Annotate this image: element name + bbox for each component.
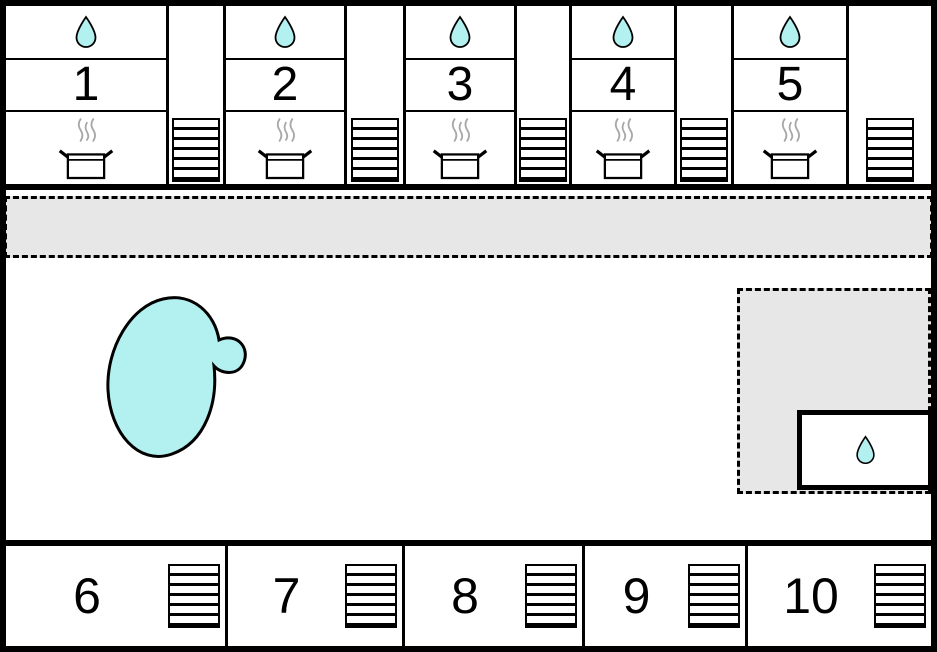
road-strip bbox=[6, 196, 931, 258]
site-2: 2 bbox=[226, 6, 344, 184]
grate-icon bbox=[866, 118, 914, 182]
grate-icon bbox=[172, 118, 220, 182]
grate-icon bbox=[351, 118, 399, 182]
divider-bay-1 bbox=[166, 6, 226, 184]
site-number: 4 bbox=[572, 60, 674, 112]
grate-icon bbox=[345, 564, 397, 628]
site-9: 9 bbox=[585, 546, 748, 646]
cooking-pot-icon bbox=[58, 118, 114, 180]
site-1-cooking-cell bbox=[6, 112, 166, 184]
cooking-pot-icon bbox=[257, 118, 313, 180]
site-number: 5 bbox=[734, 60, 846, 112]
site-number: 2 bbox=[226, 60, 344, 112]
site-number: 10 bbox=[783, 568, 839, 624]
water-drop-icon bbox=[75, 15, 97, 48]
divider-bay-5 bbox=[846, 6, 931, 184]
cooking-pot-icon bbox=[762, 118, 818, 180]
site-number: 3 bbox=[406, 60, 514, 112]
site-1: 1 bbox=[6, 6, 166, 184]
cooking-pot-icon bbox=[432, 118, 488, 180]
site-number: 1 bbox=[6, 60, 166, 112]
site-5-cooking-cell bbox=[734, 112, 846, 184]
pond-shape bbox=[106, 296, 247, 458]
site-10: 10 bbox=[748, 546, 931, 646]
site-number: 7 bbox=[272, 568, 301, 624]
water-drop-icon bbox=[449, 15, 471, 48]
site-2-cooking-cell bbox=[226, 112, 344, 184]
cooking-pot-icon bbox=[595, 118, 651, 180]
site-5-water-cell bbox=[734, 6, 846, 60]
site-4-cooking-cell bbox=[572, 112, 674, 184]
site-4-water-cell bbox=[572, 6, 674, 60]
site-row-top: 1 2 bbox=[6, 6, 931, 190]
grate-icon bbox=[525, 564, 577, 628]
site-5: 5 bbox=[734, 6, 846, 184]
water-drop-icon bbox=[855, 435, 875, 464]
grate-icon bbox=[680, 118, 728, 182]
site-3-water-cell bbox=[406, 6, 514, 60]
site-3: 3 bbox=[406, 6, 514, 184]
site-7: 7 bbox=[228, 546, 405, 646]
pond bbox=[101, 290, 253, 477]
site-8: 8 bbox=[405, 546, 585, 646]
grate-icon bbox=[168, 564, 220, 628]
site-row-bottom: 6 7 8 9 10 bbox=[6, 540, 931, 646]
site-number: 9 bbox=[622, 568, 651, 624]
water-drop-icon bbox=[274, 15, 296, 48]
site-number: 6 bbox=[73, 568, 101, 624]
site-4: 4 bbox=[572, 6, 674, 184]
divider-bay-3 bbox=[514, 6, 572, 184]
grate-icon bbox=[519, 118, 567, 182]
site-1-water-cell bbox=[6, 6, 166, 60]
grate-icon bbox=[874, 564, 926, 628]
grate-icon bbox=[688, 564, 740, 628]
site-3-cooking-cell bbox=[406, 112, 514, 184]
site-6: 6 bbox=[6, 546, 228, 646]
water-drop-icon bbox=[612, 15, 634, 48]
divider-bay-4 bbox=[674, 6, 734, 184]
site-number: 8 bbox=[451, 568, 479, 624]
water-drop-icon bbox=[779, 15, 801, 48]
divider-bay-2 bbox=[344, 6, 406, 184]
water-point-box bbox=[797, 410, 931, 490]
site-2-water-cell bbox=[226, 6, 344, 60]
